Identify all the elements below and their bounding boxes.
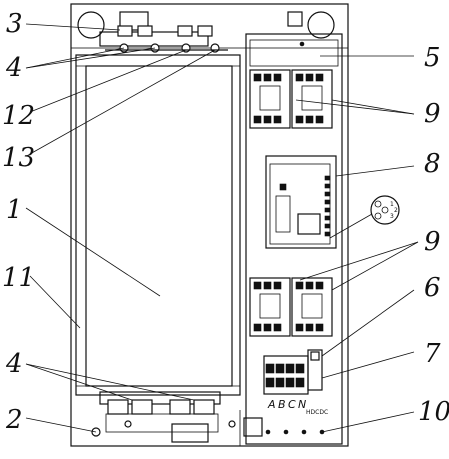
power-terminals — [265, 363, 305, 388]
top-terminal-4 — [197, 25, 213, 37]
top-terminal-3 — [177, 25, 193, 37]
terminal-label-hdcdc: HDCDC — [306, 409, 328, 416]
top-terminal-2 — [137, 25, 153, 37]
sensor-connector — [370, 195, 400, 225]
callout-4-top: 4 — [5, 53, 23, 83]
sensor-label-3: 3 — [390, 213, 394, 220]
terminal-label-n: N — [298, 398, 306, 411]
contactor-bottom-left-body — [259, 293, 281, 319]
callout-1: 1 — [6, 195, 23, 225]
callout-13: 13 — [2, 143, 35, 173]
callout-7: 7 — [424, 339, 441, 369]
leader-lines — [25, 23, 419, 433]
bottom-terminal-2 — [131, 399, 153, 415]
earth-screw-1 — [265, 429, 271, 435]
contactor-top-right — [291, 69, 333, 129]
contactor-top-left-body — [259, 85, 281, 111]
contactor-top-right-body — [301, 85, 323, 111]
contactor-top-left — [249, 69, 291, 129]
contactor-top-terminals — [253, 73, 324, 124]
sensor-cable — [329, 213, 373, 239]
controller-board — [265, 155, 337, 249]
callout-11: 11 — [2, 263, 35, 293]
top-terminal-1 — [117, 25, 133, 37]
panel-screw — [299, 41, 305, 47]
callout-6: 6 — [424, 273, 441, 303]
callout-12: 12 — [2, 101, 35, 131]
indicator-square — [287, 11, 303, 27]
earth-screw-2 — [283, 429, 289, 435]
callout-10: 10 — [418, 397, 449, 427]
circuit-breaker — [307, 349, 323, 391]
terminal-label-a: A — [267, 398, 276, 411]
terminal-label-b: B — [278, 398, 286, 411]
panel-header — [249, 39, 339, 67]
bottom-terminal-1 — [107, 399, 129, 415]
sensor-pin-1 — [374, 200, 382, 208]
bottom-fitting — [171, 423, 209, 443]
mounting-hole-top-right — [307, 11, 335, 39]
contactor-bottom-right — [291, 277, 333, 337]
bottom-bolt-mid — [124, 420, 132, 428]
heating-tank-frame — [75, 54, 241, 396]
controller-relay — [275, 195, 291, 233]
top-bolt-4 — [210, 43, 220, 53]
control-panel — [245, 33, 343, 445]
terminal-label-c: C — [288, 398, 296, 411]
contactor-bottom-terminals — [253, 281, 324, 332]
contactor-bottom-left — [249, 277, 291, 337]
controller-chip — [279, 183, 287, 191]
sensor-pin-3 — [374, 212, 382, 220]
earth-screw-3 — [301, 429, 307, 435]
controller-pins — [324, 175, 331, 237]
contactor-bottom-right-body — [301, 293, 323, 319]
bottom-base — [105, 413, 219, 433]
earth-terminal — [243, 417, 263, 437]
top-terminal-block — [119, 11, 149, 31]
sensor-label-2: 2 — [394, 207, 398, 214]
bottom-terminal-4 — [193, 399, 215, 415]
sensor-pin-2 — [381, 206, 389, 214]
bottom-connector-bar — [99, 391, 221, 405]
callout-2: 2 — [5, 405, 23, 435]
controller-display — [297, 213, 321, 235]
callout-9-bottom: 9 — [424, 227, 441, 257]
callout-5: 5 — [424, 43, 441, 73]
callout-8: 8 — [424, 149, 441, 179]
bottom-bolt-right — [228, 420, 236, 428]
power-terminal-block — [263, 355, 309, 395]
callout-4-bottom: 4 — [5, 349, 23, 379]
top-compartment — [70, 3, 349, 49]
heating-element — [85, 65, 233, 387]
callout-3: 3 — [6, 9, 23, 39]
sensor-label-1: 1 — [390, 201, 394, 208]
mounting-hole-top-left — [77, 11, 105, 39]
callout-9-top: 9 — [424, 99, 441, 129]
bottom-terminal-3 — [169, 399, 191, 415]
breaker-switch — [310, 351, 320, 361]
